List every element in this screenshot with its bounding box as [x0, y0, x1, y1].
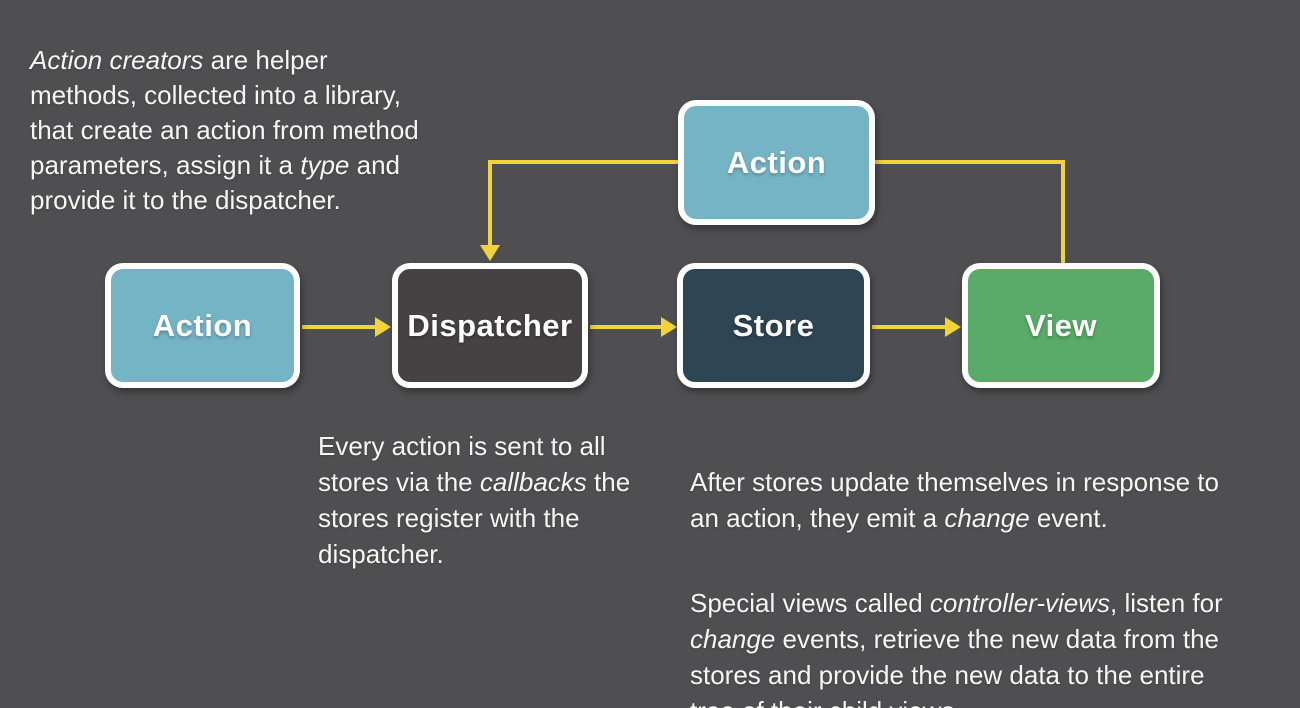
note-controller-views: Special views called controller-views, l…: [690, 588, 1223, 708]
node-dispatcher: Dispatcher: [392, 263, 588, 388]
node-action-top-label: Action: [726, 144, 827, 180]
node-view: View: [962, 263, 1160, 388]
note-dispatcher-callbacks: Every action is sent to all stores via t…: [318, 431, 631, 569]
node-dispatcher-label: Dispatcher: [407, 307, 573, 343]
note-action-creators: Action creators are helper methods, coll…: [30, 45, 419, 215]
arrowhead-into-dispatcher-top: [480, 245, 500, 261]
node-store: Store: [677, 263, 870, 388]
node-store-label: Store: [732, 307, 815, 343]
edge-view-to-action-top: [875, 160, 1065, 263]
arrowhead-into-dispatcher-left: [375, 317, 391, 337]
edge-action-top-to-dispatcher: [488, 160, 678, 246]
arrowhead-into-store: [661, 317, 677, 337]
note-store-views: After stores update themselves in respon…: [690, 428, 1295, 708]
node-view-label: View: [1024, 307, 1098, 343]
node-action-left: Action: [105, 263, 300, 388]
node-action-top: Action: [678, 100, 875, 225]
note-store-change-event: After stores update themselves in respon…: [690, 467, 1219, 533]
arrowhead-into-view: [945, 317, 961, 337]
node-action-left-label: Action: [152, 307, 253, 343]
